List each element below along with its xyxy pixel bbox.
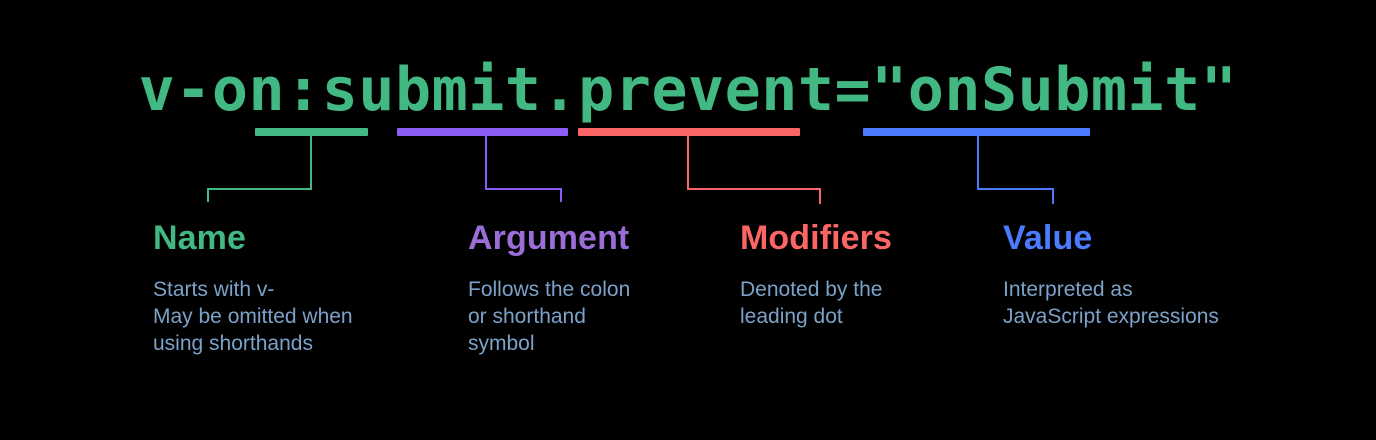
value-connector-arm — [977, 188, 1054, 190]
label-description-modifiers: Denoted by the leading dot — [740, 278, 883, 328]
modifiers-connector-drop — [819, 188, 821, 204]
name-connector-stem — [310, 136, 312, 190]
label-block-argument: Argument Follows the colon or shorthand … — [468, 218, 630, 357]
modifiers-bar — [578, 128, 800, 136]
modifiers-connector-stem — [687, 136, 689, 190]
label-description-argument: Follows the colon or shorthand symbol — [468, 278, 631, 355]
argument-connector-drop — [560, 188, 562, 202]
label-heading-name: Name — [153, 219, 247, 257]
argument-bar — [397, 128, 568, 136]
label-heading-modifiers: Modifiers — [740, 219, 893, 257]
name-connector-arm — [207, 188, 312, 190]
value-connector-stem — [977, 136, 979, 190]
argument-connector-arm — [485, 188, 562, 190]
value-connector-drop — [1052, 188, 1054, 204]
label-block-modifiers: Modifiers Denoted by the leading dot — [740, 218, 892, 330]
name-connector-drop — [207, 188, 209, 202]
argument-connector-stem — [485, 136, 487, 190]
label-block-value: Value Interpreted as JavaScript expressi… — [1003, 218, 1219, 330]
value-bar — [863, 128, 1090, 136]
label-description-name: Starts with v- May be omitted when using… — [153, 278, 353, 355]
label-description-value: Interpreted as JavaScript expressions — [1003, 278, 1219, 328]
name-bar — [255, 128, 368, 136]
label-block-name: Name Starts with v- May be omitted when … — [153, 218, 353, 357]
label-heading-value: Value — [1003, 219, 1093, 257]
modifiers-connector-arm — [687, 188, 821, 190]
label-heading-argument: Argument — [468, 219, 630, 257]
directive-code-expression: v-on:submit.prevent="onSubmit" — [138, 55, 1238, 125]
